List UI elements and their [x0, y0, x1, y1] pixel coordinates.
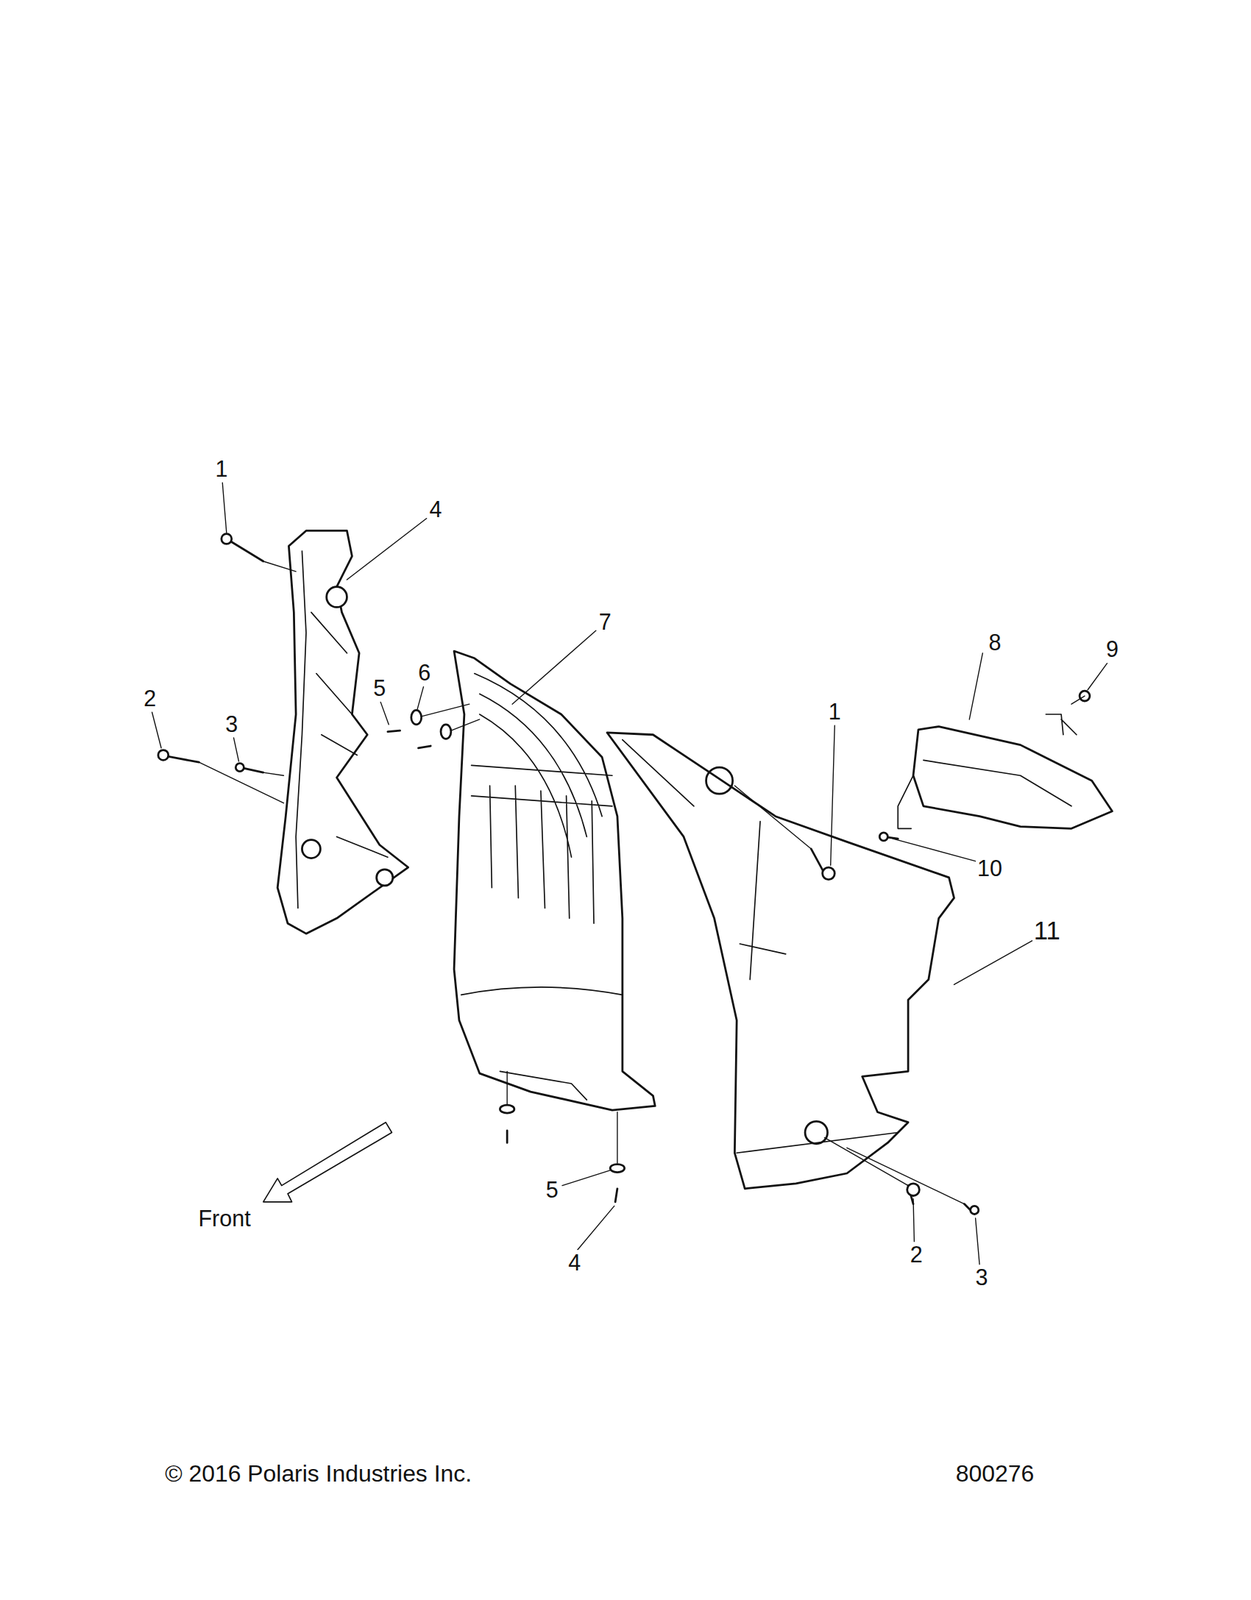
callout-number: 1 [213, 456, 229, 483]
label-text: 7 [597, 609, 613, 635]
label-text: 5 [544, 1177, 561, 1203]
fastener-head [235, 763, 244, 772]
label-text: 6 [416, 660, 432, 686]
panel-hole [706, 767, 733, 795]
direction-label: Front [196, 1206, 252, 1232]
callout-number: 10 [975, 857, 1004, 883]
callout-number: 8 [986, 630, 1003, 656]
fastener-head [907, 1184, 920, 1197]
callout-number: 7 [597, 610, 613, 636]
washer [610, 1164, 625, 1173]
label-text: 5 [371, 675, 388, 701]
leader-line [152, 482, 1108, 1266]
label-text: 1 [827, 699, 843, 725]
callout-number: 6 [416, 660, 432, 686]
fastener-head [158, 750, 169, 761]
callout-number: 4 [428, 498, 444, 524]
washer [411, 710, 422, 725]
shield-part [913, 727, 1112, 830]
label-text: 10 [975, 856, 1004, 882]
label-text: 2 [142, 685, 158, 711]
callout-number: 5 [371, 676, 388, 702]
callout-number: 2 [142, 686, 158, 712]
footer-text: 800276 [954, 1461, 1036, 1488]
washer [440, 724, 452, 739]
label-text: 8 [986, 629, 1003, 655]
panel-part [454, 651, 655, 1111]
bracket-detail [295, 551, 388, 909]
label-text: 3 [973, 1265, 990, 1291]
assembly-line [198, 561, 1085, 1205]
side-panel-part [607, 732, 954, 1190]
label-text: 9 [1104, 636, 1121, 662]
label-text: Front [196, 1206, 252, 1232]
callout-number: 1 [827, 699, 843, 725]
label-text: 3 [223, 711, 240, 737]
label-text: 4 [566, 1250, 583, 1276]
fastener-head [970, 1206, 979, 1215]
label-text: © 2016 Polaris Industries Inc. [163, 1460, 474, 1488]
callout-number: 2 [908, 1242, 925, 1268]
washer [499, 1105, 514, 1114]
fastener-head [822, 867, 836, 881]
callout-number: 9 [1104, 637, 1121, 663]
callout-number: 4 [566, 1251, 583, 1277]
fastener [161, 539, 975, 1215]
panel-vents [461, 674, 623, 1101]
panel-grommet [805, 1121, 828, 1145]
callout-number: 11 [1032, 916, 1062, 945]
footer-text: © 2016 Polaris Industries Inc. [163, 1461, 474, 1488]
shield-detail [897, 714, 1077, 829]
label-text: 2 [908, 1242, 925, 1268]
callout-number: 3 [223, 712, 240, 738]
bracket-boss [376, 869, 393, 887]
callout-number: 3 [973, 1266, 990, 1292]
fastener-head [221, 534, 232, 545]
label-text: 11 [1032, 916, 1062, 945]
label-text: 1 [213, 456, 229, 482]
label-text: 4 [428, 497, 444, 523]
front-arrow [263, 1122, 393, 1203]
label-text: 800276 [954, 1460, 1036, 1488]
fastener-head [879, 833, 888, 842]
side-panel-detail [622, 740, 898, 1154]
bracket-boss [301, 840, 321, 859]
callout-number: 5 [544, 1178, 561, 1204]
bracket-boss [326, 587, 348, 608]
